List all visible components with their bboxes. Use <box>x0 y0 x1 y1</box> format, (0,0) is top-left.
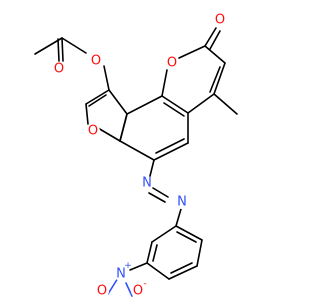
bond-phenyl-1 <box>151 225 177 243</box>
bond-benzene-2 <box>161 95 189 114</box>
bond-benzene-5 <box>119 140 155 161</box>
bond-ester-o-ring <box>103 65 110 91</box>
bond-nitro-o-left <box>107 277 119 295</box>
bond-azo-1 <box>149 159 155 177</box>
lactone-carbonyl-oxygen: O <box>215 13 225 28</box>
bond-lactone-4 <box>213 62 226 95</box>
bond-phenyl-2 <box>146 241 153 264</box>
bond-phenyl-6 <box>175 225 203 241</box>
azo-nitrogen-2: N <box>177 195 187 210</box>
bond-nitro-o-right <box>125 282 133 297</box>
bond-lactone-2 <box>178 45 206 59</box>
bond-lactone-1 <box>161 69 168 97</box>
furan-oxygen: O <box>88 124 98 139</box>
bond-benzene-1 <box>126 95 163 115</box>
bond-furan-2 <box>85 103 89 125</box>
molecule-structure: O O O O O N N N + O O - <box>34 13 238 299</box>
bond-azo-double-a <box>152 187 169 198</box>
atom-labels: O O O O O N N N + O O - <box>52 13 227 299</box>
bond-lines <box>34 27 238 297</box>
nitro-oxygen-left: O <box>97 284 107 299</box>
bond-methyl <box>213 93 238 115</box>
nitro-nitrogen-charge: + <box>124 261 132 271</box>
bond-phenyl-4 <box>168 265 198 280</box>
bond-phenyl-inner-a <box>152 244 158 262</box>
bond-lactone-carbonyl-a <box>204 27 217 47</box>
azo-nitrogen-1: N <box>142 176 152 191</box>
ester-oxygen: O <box>91 54 101 69</box>
bond-carbonyl-double-a <box>61 37 64 62</box>
acetyl-carbonyl-oxygen: O <box>54 62 64 77</box>
bond-azo-double-b <box>148 192 166 203</box>
bond-benzene-2-inner <box>163 102 185 117</box>
bond-phenyl-inner-b <box>170 262 193 274</box>
nitro-nitrogen: N <box>116 267 126 282</box>
bond-benzene-6 <box>119 113 128 142</box>
bond-benzene-4 <box>153 142 189 161</box>
bond-furan-5 <box>108 89 128 115</box>
bond-lactone-carbonyl-b <box>209 30 221 50</box>
bond-azo-2 <box>175 208 182 227</box>
bond-nitro <box>129 262 148 271</box>
bond-furan-1 <box>85 89 110 105</box>
bond-carbonyl-ester-o <box>61 37 87 54</box>
lactone-ring-oxygen: O <box>167 56 177 71</box>
bond-carbonyl-double-b <box>57 38 60 62</box>
bond-benzene-4-inner <box>155 138 185 154</box>
bond-lactone-3 <box>204 45 226 64</box>
bond-phenyl-inner-c <box>176 231 197 243</box>
bond-furan-3 <box>97 127 121 142</box>
bond-phenyl-5 <box>196 239 203 267</box>
bond-lactone-5 <box>187 93 215 114</box>
nitro-oxygen-charge: - <box>143 279 146 289</box>
bond-furan-1-inner <box>88 94 107 107</box>
bond-lactone-4-inner <box>209 66 221 93</box>
nitro-oxygen-right: O <box>133 284 143 299</box>
bond-phenyl-3 <box>146 262 170 280</box>
